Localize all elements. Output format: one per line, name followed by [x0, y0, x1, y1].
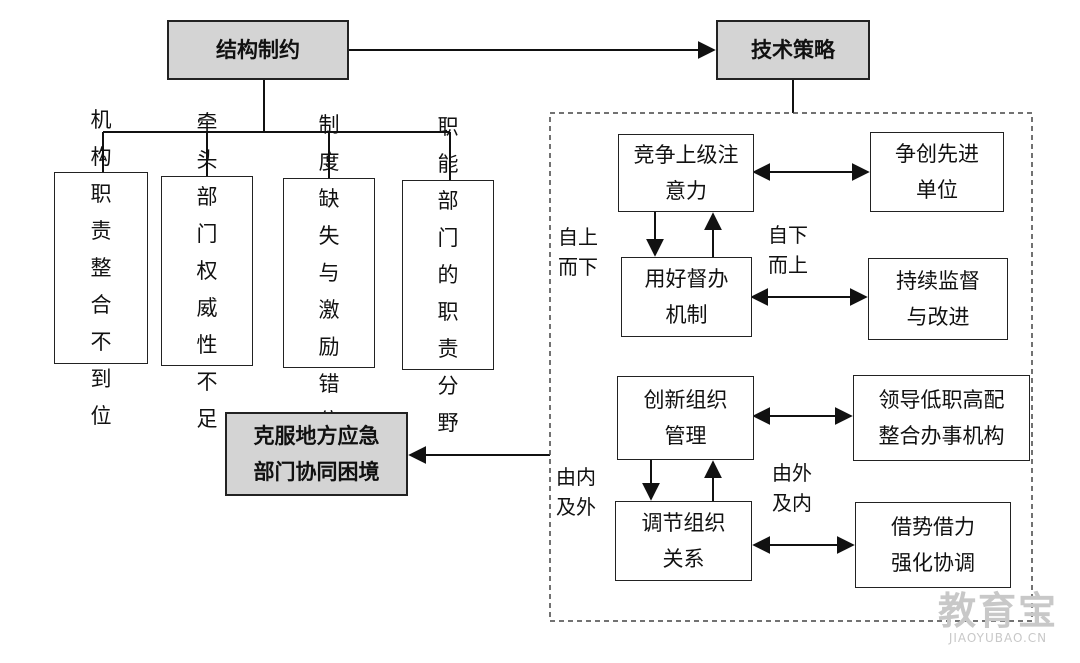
technical-strategy-box: 技术策略 — [716, 20, 870, 80]
constraint-label-4: 职能部门的职责分野 — [437, 114, 459, 435]
continuous-monitor-label: 持续监督与改进 — [896, 269, 980, 329]
constraint-label-3: 制度缺失与激励错位 — [318, 112, 340, 433]
compete-attention-label: 竞争上级注意力 — [633, 143, 739, 203]
outside-in-label: 由外及内 — [772, 461, 812, 515]
constraint-label-1: 机构职责整合不到位 — [90, 107, 112, 428]
advanced-unit-box: 争创先进单位 — [870, 132, 1004, 212]
innovate-management-label: 创新组织管理 — [643, 388, 728, 448]
structural-constraint-box: 结构制约 — [167, 20, 349, 80]
leverage-coordination-label: 借势借力强化协调 — [891, 515, 975, 575]
leadership-integration-box: 领导低职高配整合办事机构 — [853, 375, 1030, 461]
inside-out-label: 由内及外 — [556, 465, 596, 519]
outcome-label: 克服地方应急部门协同困境 — [253, 424, 380, 484]
advanced-unit-label: 争创先进单位 — [895, 142, 979, 202]
continuous-monitor-box: 持续监督与改进 — [868, 258, 1008, 340]
bottom-up-label: 自下而上 — [768, 223, 808, 277]
constraint-box-3: 制度缺失与激励错位 — [283, 113, 375, 433]
constraint-label-2: 牵头部门权威性不足 — [196, 110, 218, 431]
constraint-box-2: 牵头部门权威性不足 — [161, 111, 253, 431]
compete-attention-box: 竞争上级注意力 — [618, 134, 754, 212]
innovate-management-box: 创新组织管理 — [617, 376, 754, 460]
leverage-coordination-box: 借势借力强化协调 — [855, 502, 1011, 588]
adjust-relations-box: 调节组织关系 — [615, 501, 752, 581]
technical-strategy-label: 技术策略 — [751, 38, 835, 62]
supervision-mechanism-label: 用好督办机制 — [644, 267, 729, 327]
structural-constraint-label: 结构制约 — [216, 38, 300, 62]
watermark-url: JIAOYUBAO.CN — [948, 631, 1048, 645]
leadership-integration-label: 领导低职高配整合办事机构 — [878, 388, 1005, 448]
adjust-relations-label: 调节组织关系 — [641, 511, 726, 571]
constraint-box-4: 职能部门的职责分野 — [402, 115, 494, 435]
watermark-logo: 教育宝 JIAOYUBAO.CN — [938, 591, 1058, 645]
top-down-label: 自上而下 — [558, 225, 598, 279]
constraint-box-1: 机构职责整合不到位 — [54, 108, 148, 428]
outcome-box: 克服地方应急部门协同困境 — [225, 412, 408, 496]
supervision-mechanism-box: 用好督办机制 — [621, 257, 752, 337]
watermark-logo-text: 教育宝 — [937, 589, 1058, 633]
